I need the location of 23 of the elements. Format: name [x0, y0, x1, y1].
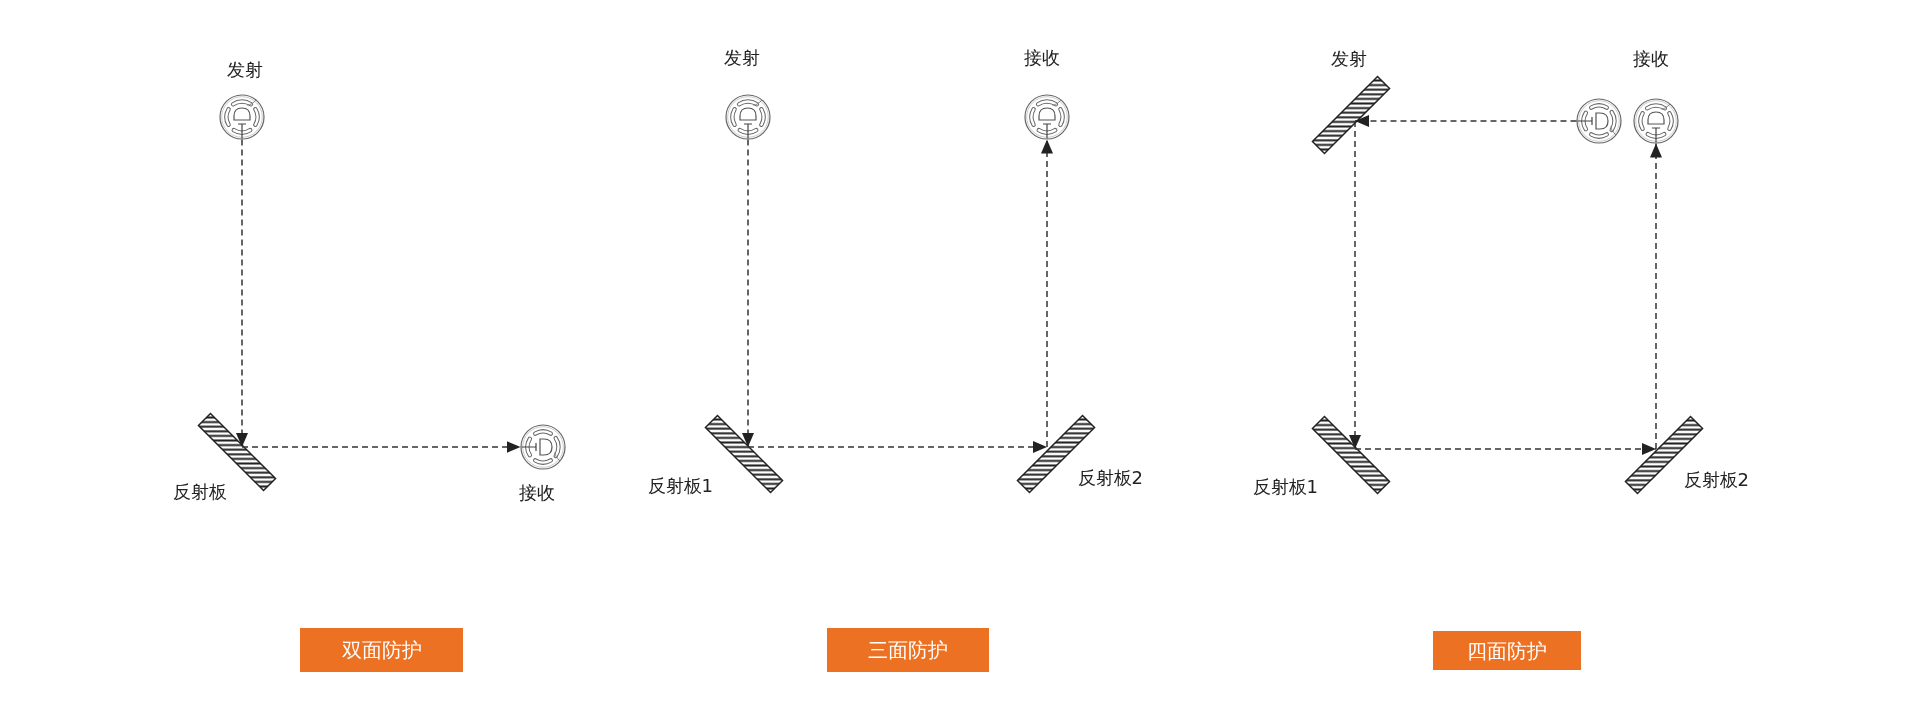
node-label: 发射	[227, 59, 263, 81]
node-label: 反射板2	[1683, 469, 1749, 491]
node-label: 反射板2	[1077, 467, 1143, 489]
heading-banner: 四面防护	[1433, 631, 1581, 670]
dashed-arrow	[241, 441, 522, 453]
node-label: 接收	[519, 482, 555, 504]
node-label: 发射	[724, 47, 760, 69]
node-label: 发射	[1331, 48, 1367, 70]
dashed-arrow	[742, 138, 754, 448]
heading-banner: 双面防护	[300, 628, 463, 672]
dashed-arrow	[1349, 120, 1361, 450]
node-label: 反射板	[173, 481, 227, 503]
node-label: 反射板1	[1252, 476, 1318, 498]
dashed-arrow	[1041, 138, 1053, 448]
dashed-arrow	[1650, 142, 1662, 450]
dashed-arrow	[747, 441, 1048, 453]
node-label: 接收	[1633, 48, 1669, 70]
dashed-arrow	[1354, 115, 1578, 127]
node-label: 反射板1	[647, 475, 713, 497]
heading-banner: 三面防护	[827, 628, 989, 672]
node-label: 接收	[1024, 47, 1060, 69]
dashed-arrow	[1354, 443, 1657, 455]
dashed-arrow	[236, 138, 248, 448]
